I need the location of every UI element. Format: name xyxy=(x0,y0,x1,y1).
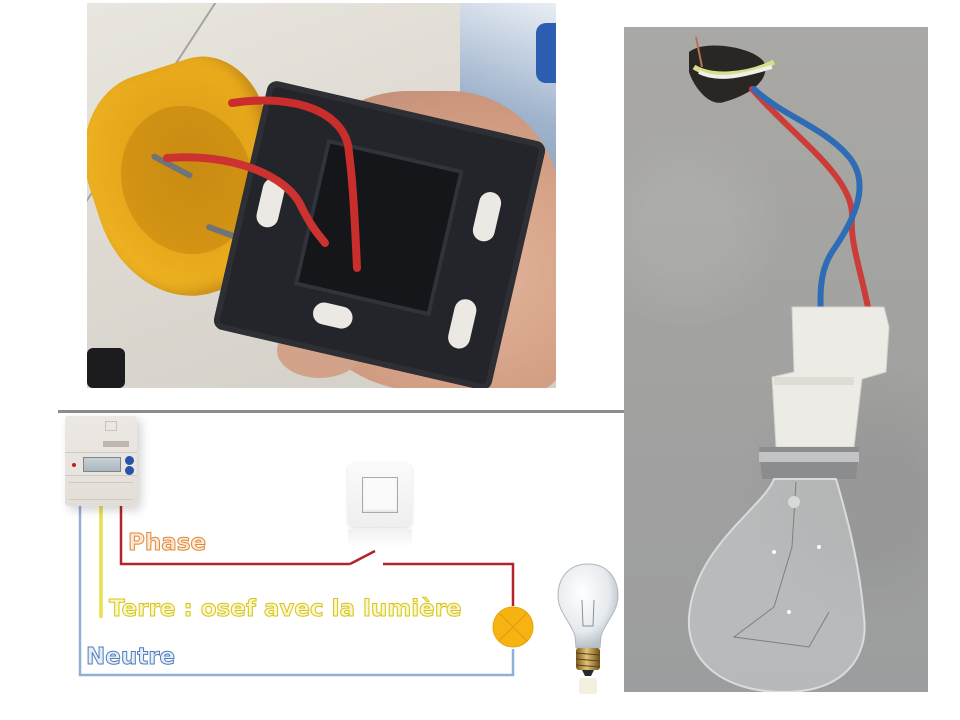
switch-installation-photo xyxy=(87,3,556,388)
neutral-wire xyxy=(751,86,863,320)
label-neutre: Neutre xyxy=(85,644,176,671)
glass-bulb xyxy=(687,478,866,692)
label-terre: Terre : osef avec la lumière xyxy=(109,596,463,623)
meter-button xyxy=(125,456,134,465)
wall-switch-icon xyxy=(348,463,412,527)
window-handle xyxy=(536,23,556,83)
meter-button xyxy=(125,466,134,475)
ceiling-bulb-photo xyxy=(624,27,928,692)
lamp-symbol-icon xyxy=(492,606,534,648)
electric-meter-icon xyxy=(65,416,137,506)
meter-led xyxy=(72,463,76,467)
red-wires xyxy=(163,96,361,272)
phase-wire xyxy=(749,86,872,315)
switch-rocker xyxy=(362,477,398,513)
wiring-diagram: Phase Terre : osef avec la lumière Neutr… xyxy=(58,410,624,695)
meter-display xyxy=(83,457,121,472)
circuit-wires xyxy=(78,505,534,677)
label-phase: Phase xyxy=(127,530,207,557)
light-bulb-icon xyxy=(557,563,619,694)
